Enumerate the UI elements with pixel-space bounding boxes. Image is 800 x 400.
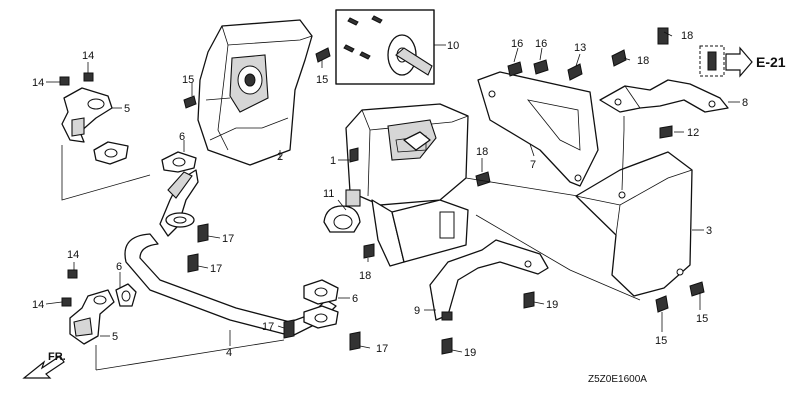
fastener-parts (59, 27, 725, 355)
callout-15: 15 (182, 74, 194, 86)
callout-4: 4 (226, 347, 232, 359)
callout-labels: 14 14 5 6 15 2 15 10 1 11 16 16 13 18 18… (32, 30, 786, 385)
muffler-protector-part (197, 19, 313, 166)
callout-8: 8 (742, 97, 748, 109)
callout-5: 5 (124, 103, 130, 115)
callout-5: 5 (112, 331, 118, 343)
callout-17: 17 (376, 343, 388, 355)
callout-15: 15 (696, 313, 708, 325)
callout-18: 18 (359, 270, 371, 282)
callout-10: 10 (447, 40, 459, 52)
muffler-part (345, 103, 469, 267)
callout-18: 18 (681, 30, 693, 42)
exhaust-elbow-upper-part (61, 87, 113, 143)
callout-9: 9 (414, 305, 420, 317)
callout-17: 17 (222, 233, 234, 245)
callout-6: 6 (352, 293, 358, 305)
stay-part (429, 239, 549, 321)
bracket-part (477, 71, 599, 187)
callout-6: 6 (179, 131, 185, 143)
callout-19: 19 (464, 347, 476, 359)
exhaust-pipe-part (124, 169, 337, 337)
callout-17: 17 (210, 263, 222, 275)
callout-15: 15 (655, 335, 667, 347)
callout-18: 18 (637, 55, 649, 67)
callout-1: 1 (330, 155, 336, 167)
callout-17: 17 (262, 321, 274, 333)
muffler-shield-part (575, 151, 693, 297)
leader-lines (45, 31, 740, 371)
front-direction-arrow (22, 355, 65, 379)
callout-12: 12 (687, 127, 699, 139)
direction-label: FR. (48, 351, 66, 363)
gasket-parts (93, 141, 339, 329)
callout-2: 2 (277, 151, 283, 163)
callout-6: 6 (116, 261, 122, 273)
callout-14: 14 (32, 77, 44, 89)
callout-15: 15 (316, 74, 328, 86)
callout-11: 11 (323, 188, 334, 200)
callout-14: 14 (82, 50, 94, 62)
callout-3: 3 (706, 225, 712, 237)
upper-bracket-part (599, 79, 729, 113)
spark-arrester-inset (335, 9, 446, 85)
callout-18: 18 (476, 146, 488, 158)
callout-16: 16 (535, 38, 547, 50)
callout-16: 16 (511, 38, 523, 50)
callout-7: 7 (530, 159, 536, 171)
exhaust-elbow-lower-part (69, 289, 115, 345)
callout-13: 13 (574, 42, 586, 54)
diagram-code: Z5Z0E1600A (588, 374, 647, 385)
callout-19: 19 (546, 299, 558, 311)
muffler-band-part (323, 189, 361, 233)
callout-14: 14 (32, 299, 44, 311)
callout-14: 14 (67, 249, 79, 261)
reference-arrow (725, 46, 753, 78)
reference-label: E-21 (756, 54, 786, 70)
